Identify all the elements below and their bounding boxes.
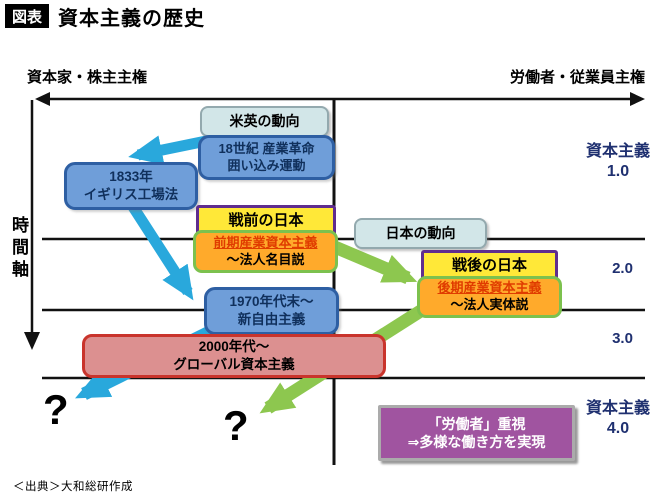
box-factory-act: 1833年 イギリス工場法 (64, 162, 198, 210)
source-note: ＜出典＞大和総研作成 (13, 481, 133, 493)
box-line: 〜法人実体説 (450, 297, 529, 312)
box-label: 日本の動向 (385, 225, 456, 242)
box-line: 前期産業資本主義 (213, 234, 318, 250)
stage-label-capitalism-3: 3.0 (612, 330, 633, 347)
box-line: 〜法人名目説 (226, 251, 305, 267)
stage-label-capitalism-2: 2.0 (612, 260, 633, 277)
stage-line: 資本主義 (585, 400, 650, 417)
box-label: 戦後の日本 (451, 257, 527, 275)
axis-label-capitalist: 資本家・株主主権 (27, 69, 148, 86)
question-mark-left: ? (43, 386, 69, 433)
box-line: 「労働者」重視 (427, 415, 526, 432)
left-arrowhead-icon (35, 92, 50, 106)
box-early-industrial-capitalism: 前期産業資本主義 〜法人名目説 (193, 230, 338, 273)
box-line: 囲い込み運動 (227, 157, 306, 173)
box-neoliberalism: 1970年代末〜 新自由主義 (204, 287, 339, 335)
blue-arrow-to-neoliberalism (123, 196, 194, 301)
box-line: 1833年 (109, 169, 153, 185)
box-line: イギリス工場法 (83, 187, 179, 202)
box-worker-focus: 「労働者」重視 ⇒多様な働き方を実現 (378, 405, 575, 461)
box-label: 戦前の日本 (228, 211, 304, 229)
box-global-capitalism: 2000年代〜 グローバル資本主義 (82, 334, 386, 378)
box-line: 後期産業資本主義 (437, 280, 542, 296)
stage-line: 4.0 (606, 420, 630, 437)
box-line: 新自由主義 (237, 312, 306, 327)
time-axis-label: 時間軸 (9, 216, 28, 282)
box-industrial-revolution: 18世紀 産業革命 囲い込み運動 (198, 135, 335, 180)
question-mark-right: ? (223, 402, 249, 449)
box-japan-trend: 日本の動向 (354, 218, 487, 249)
stage-label-capitalism-1: 資本主義 1.0 (572, 142, 664, 182)
page-title: 資本主義の歴史 (58, 8, 205, 30)
axis-label-worker: 労働者・従業員主権 (509, 69, 645, 86)
stage-line: 資本主義 (585, 143, 650, 160)
right-arrowhead-icon (630, 92, 645, 106)
figure-badge: 図表 (5, 4, 49, 28)
box-line: 2000年代〜 (198, 339, 270, 355)
box-line: グローバル資本主義 (173, 357, 295, 372)
box-line: ⇒多様な働き方を実現 (407, 434, 546, 450)
box-late-industrial-capitalism: 後期産業資本主義 〜法人実体説 (417, 276, 562, 318)
box-line: 1970年代末〜 (229, 294, 314, 310)
stage-line: 1.0 (606, 163, 630, 180)
stage-label-capitalism-4: 資本主義 4.0 (572, 399, 664, 439)
box-label: 米英の動向 (229, 113, 300, 130)
box-us-uk-trend: 米英の動向 (200, 106, 329, 137)
box-line: 18世紀 産業革命 (218, 140, 315, 156)
